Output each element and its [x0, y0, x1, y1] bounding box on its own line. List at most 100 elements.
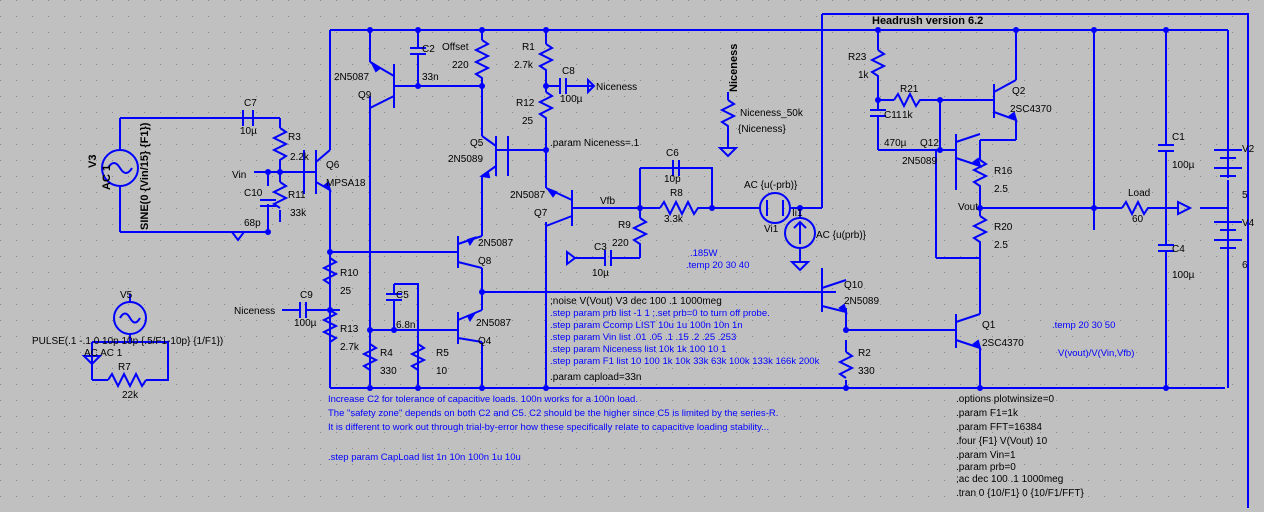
- capacitor-c3: [604, 250, 620, 266]
- source-ii1: [784, 217, 816, 249]
- label-r8v: 3.3k: [664, 214, 684, 225]
- label-meas: V(vout)/V(Vin,Vfb): [1058, 348, 1134, 359]
- label-q12: Q12: [920, 138, 939, 149]
- label-nic-r: Niceness_50k: [740, 108, 804, 119]
- label-q5t: 2N5089: [448, 154, 483, 165]
- label-r10: R10: [340, 268, 359, 279]
- label-v4v: 6: [1242, 260, 1248, 271]
- transistor-q7: [545, 186, 573, 227]
- label-r16: R16: [994, 166, 1013, 177]
- battery-v2: [1214, 149, 1242, 178]
- label-c1: C1: [1172, 132, 1185, 143]
- option-line: .options plotwinsize=0: [956, 394, 1055, 405]
- label-q10t: 2N5089: [844, 296, 879, 307]
- label-loadv: 60: [1132, 214, 1144, 225]
- resistor-r20: [971, 215, 989, 250]
- transistor-q6: [304, 149, 332, 194]
- sim-options: .options plotwinsize=0 .param F1=1k .par…: [956, 394, 1085, 499]
- label-v5-pulse: PULSE(.1 -.1 0 10p 10p {.5/F1-10p} {1/F1…: [32, 336, 223, 347]
- arrow-out: [587, 77, 596, 95]
- grounds: [81, 77, 1193, 366]
- label-q7t: 2N5087: [510, 190, 545, 201]
- label-r7v: 22k: [122, 390, 139, 401]
- label-q12t: 2N5089: [902, 156, 937, 167]
- option-line: .param prb=0: [956, 462, 1016, 473]
- label-r13v: 2.7k: [340, 342, 360, 353]
- resistor-r13: [321, 309, 339, 352]
- label-r7: R7: [118, 362, 131, 373]
- label-c11: C11: [884, 110, 902, 121]
- title-text: Headrush version 6.2: [872, 15, 983, 27]
- label-c7: C7: [244, 98, 257, 109]
- capacitor-c9: [299, 302, 330, 318]
- comment-notes: Increase C2 for tolerance of capacitive …: [328, 394, 778, 463]
- label-c10: C10: [244, 188, 263, 199]
- label-q8t: 2N5087: [478, 238, 513, 249]
- source-v5: [91, 294, 169, 381]
- label-r4: R4: [380, 348, 393, 359]
- transistor-q10: [821, 268, 848, 315]
- label-nic-v: Niceness: [728, 44, 740, 92]
- capacitor-c4: [1158, 244, 1174, 260]
- battery-v4: [1214, 221, 1242, 258]
- option-line: .param Vin=1: [956, 450, 1016, 461]
- resistor-niceness: [719, 99, 737, 132]
- label-r9: R9: [618, 220, 631, 231]
- label-r3: R3: [288, 132, 301, 143]
- label-c8v: 100µ: [560, 94, 583, 105]
- label-offset: Offset: [442, 42, 469, 53]
- capacitor-c10: [260, 199, 276, 207]
- label-vin: Vin: [232, 170, 246, 181]
- label-r12: R12: [516, 98, 535, 109]
- label-offv: 220: [452, 60, 469, 71]
- label-q2: Q2: [1012, 86, 1026, 97]
- label-r20: R20: [994, 222, 1013, 233]
- label-r4v: 330: [380, 366, 397, 377]
- transistor-q5: [479, 135, 509, 179]
- resistor-r21: [893, 91, 924, 109]
- note-line: Increase C2 for tolerance of capacitive …: [328, 394, 638, 405]
- arrow-out: [566, 250, 577, 266]
- capacitor-c5: [386, 293, 402, 318]
- ground-symbol: [81, 355, 103, 366]
- transistor-q9: [369, 60, 395, 109]
- label-c6: C6: [666, 148, 679, 159]
- ground-symbol: [230, 231, 246, 242]
- label-c4: C4: [1172, 244, 1185, 255]
- transistor-q4: [457, 309, 483, 344]
- label-ac-v: AC {u(-prb)}: [744, 180, 798, 191]
- resistor-r2: [837, 351, 855, 379]
- label-q10: Q10: [844, 280, 863, 291]
- note-line: It is different to work out through tria…: [328, 422, 769, 433]
- label-v3: V3: [87, 155, 99, 168]
- label-r11: R11: [288, 190, 306, 201]
- resistor-offset: [473, 39, 491, 82]
- label-c3v: 10µ: [592, 268, 609, 279]
- label-load: Load: [1128, 188, 1150, 199]
- transistor-q8: [457, 235, 483, 269]
- transistor-q12: [955, 133, 982, 169]
- directive-line: .step param F1 list 10 100 1k 10k 33k 63…: [550, 356, 820, 367]
- label-temp2: .temp 20 30 50: [1052, 320, 1115, 331]
- capacitor-c2: [410, 47, 426, 82]
- directive-line: ;noise V(Vout) V3 dec 100 .1 1000meg: [550, 296, 722, 307]
- label-q8: Q8: [478, 256, 492, 267]
- label-c6v: 10p: [664, 174, 681, 185]
- label-c5v: 6.8n: [396, 320, 415, 331]
- label-ac-i: AC {u(prb)}: [816, 230, 867, 241]
- label-q9t: 2N5087: [334, 72, 369, 83]
- label-r23: R23: [848, 52, 867, 63]
- label-vi1: Vi1: [764, 224, 779, 235]
- resistor-r7: [107, 371, 147, 389]
- label-r12v: 25: [522, 116, 534, 127]
- capacitor-c11: [870, 109, 886, 126]
- ground-symbol: [717, 147, 739, 158]
- label-nic1: Niceness: [596, 82, 637, 93]
- note-line: .step param CapLoad list 1n 10n 100n 1u …: [328, 452, 521, 463]
- label-c4v: 100µ: [1172, 270, 1195, 281]
- label-r1: R1: [522, 42, 535, 53]
- label-c10v: 68p: [244, 218, 261, 229]
- wires: [119, 13, 1249, 508]
